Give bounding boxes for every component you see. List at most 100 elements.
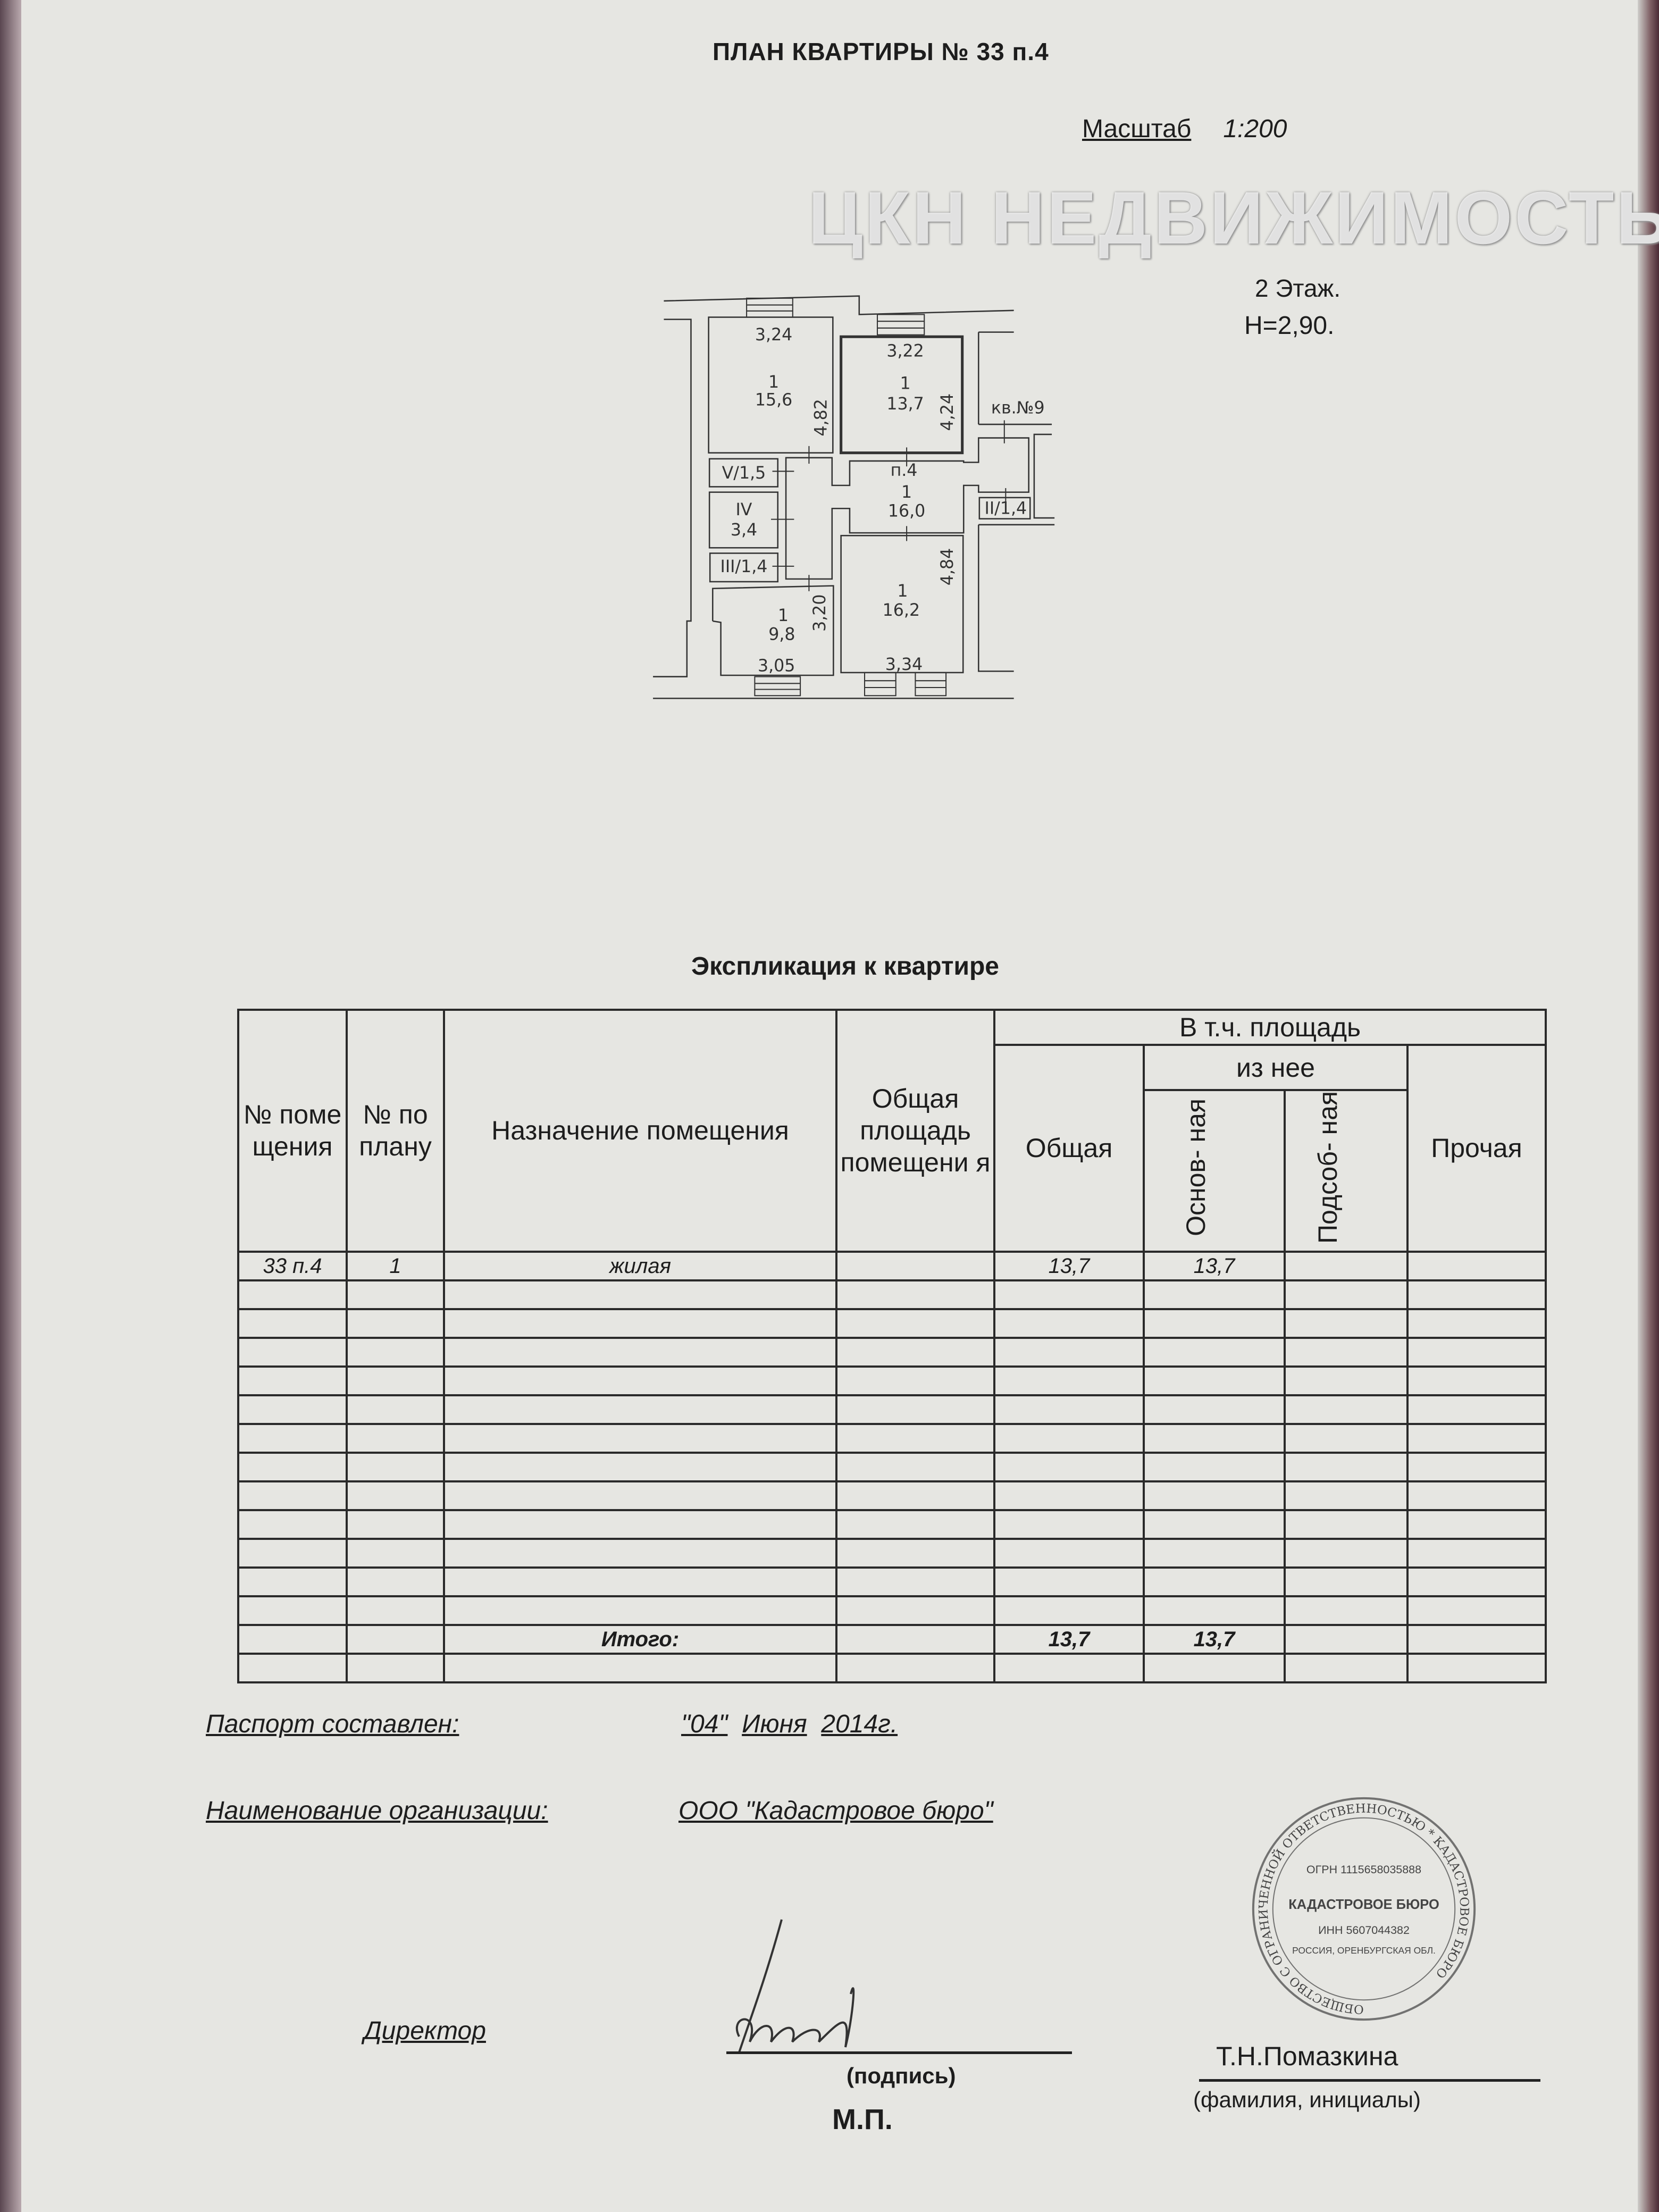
table-cell [237,1509,348,1540]
table-row [237,1365,1547,1396]
windows [746,297,947,697]
table-cell [237,1566,348,1597]
table-cell [1143,1336,1286,1368]
table-cell [835,1308,995,1339]
neighbor-label: кв.№9 [991,399,1045,418]
table-cell [1284,1566,1409,1597]
table-cell [237,1308,348,1339]
table-row [237,1451,1547,1482]
table-cell [1406,1422,1547,1454]
table-cell [1143,1308,1286,1339]
table-cell: 13,7 [1143,1623,1286,1655]
room-number: 1 [900,374,910,393]
room-number: 1 [768,373,779,392]
signature-line [726,2051,1072,2054]
director-label-text: Директор [364,2017,486,2045]
org-label-text: Наименование организации: [206,1797,548,1825]
table-cell: 33 п.4 [237,1250,348,1281]
room-number: 1 [778,606,789,625]
passport-year: 2014г. [821,1710,898,1738]
table-cell [1406,1480,1547,1511]
table-cell [346,1394,445,1425]
dim-label: 3,24 [755,325,792,345]
table-cell [1143,1566,1286,1597]
table-cell [237,1394,348,1425]
table-cell [835,1652,995,1683]
dim-label: 3,22 [886,342,924,361]
org-value: ООО "Кадастровое бюро" [678,1796,993,1825]
header-plan-no: № по плану [346,1009,445,1253]
table-cell [1284,1537,1409,1569]
table-cell [993,1451,1145,1482]
table-row [237,1652,1547,1683]
table-cell [346,1595,445,1626]
passport-date: "04" Июня 2014г. [681,1710,898,1739]
table-cell [993,1566,1145,1597]
watermark: ЦКН НЕДВИЖИМОСТЬ [808,176,1659,259]
room-area: 13,7 [886,395,924,414]
table-cell [1143,1451,1286,1482]
table-cell [1406,1394,1547,1425]
dim-label: 3,05 [758,656,795,675]
table-row [237,1595,1547,1626]
outer-walls [653,295,1055,699]
table-row [237,1422,1547,1454]
stamp-bottom: РОССИЯ, ОРЕНБУРГСКАЯ ОБЛ. [1292,1945,1436,1956]
table-row [237,1537,1547,1569]
dim-label: 4,84 [938,548,957,585]
table-cell [443,1480,837,1511]
table-cell [237,1537,348,1569]
plan-labels: 3,24 1 15,6 4,82 3,22 1 13,7 4,24 кв.№9 … [720,325,1045,675]
header-of-which: из нее [1143,1044,1409,1091]
scale-label: Масштаб [1082,115,1192,143]
table-cell [993,1480,1145,1511]
table-cell [443,1509,837,1540]
aux-room-label: II/1,4 [985,499,1027,518]
table-cell [1143,1365,1286,1396]
table-cell [993,1279,1145,1310]
table-cell [443,1365,837,1396]
room-label: п.4 [891,461,918,480]
table-cell [346,1451,445,1482]
stamp-ogrn: ОГРН 1115658035888 [1306,1863,1421,1876]
rooms [708,316,1031,676]
table-row [237,1480,1547,1511]
floor-plan: 3,24 1 15,6 4,82 3,22 1 13,7 4,24 кв.№9 … [653,295,1055,699]
table-cell [346,1279,445,1310]
table-cell [1143,1595,1286,1626]
room-area: 16,0 [888,502,925,521]
table-cell [1284,1451,1409,1482]
table-cell [1284,1652,1409,1683]
table-header-row: Основ- ная Подсоб- ная [238,1089,1546,1253]
table-cell [1284,1394,1409,1425]
table-cell [346,1308,445,1339]
table-cell [346,1537,445,1569]
table-cell [443,1336,837,1368]
page-title: ПЛАН КВАРТИРЫ № 33 п.4 [713,38,1049,65]
table-cell [1284,1308,1409,1339]
stamp-center: КАДАСТРОВОЕ БЮРО [1288,1897,1439,1912]
table-cell [1284,1480,1409,1511]
photo-edge-left [0,0,21,2212]
aux-room-label: 3,4 [731,521,757,540]
floor-label: 2 Этаж. [1255,274,1341,302]
dim-label: 4,82 [812,399,831,436]
header-main: Основ- ная [1180,1098,1211,1236]
table-cell [1143,1537,1286,1569]
table-cell [1284,1279,1409,1310]
table-cell: 13,7 [993,1250,1145,1281]
table-cell [1284,1422,1409,1454]
table-cell [1406,1652,1547,1683]
seal-caption: М.П. [832,2104,893,2135]
table-cell [835,1250,995,1281]
header-room-no: № поме щения [237,1009,348,1253]
table-cell [993,1365,1145,1396]
room-area: 15,6 [755,390,792,409]
table-cell [346,1623,445,1655]
explication-title: Экспликация к квартире [691,952,999,981]
table-cell [835,1595,995,1626]
photo-edge-right [1638,0,1659,2212]
